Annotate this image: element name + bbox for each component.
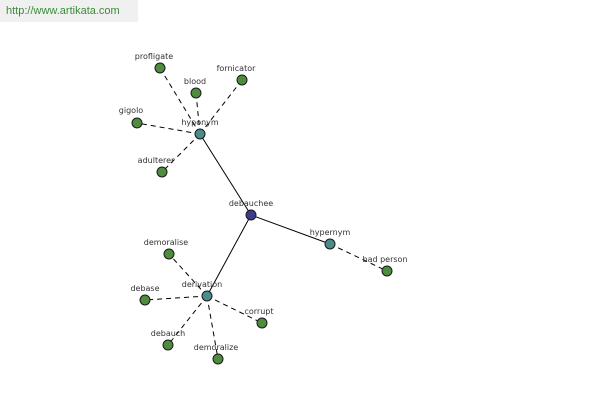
node-label-debauchee: debauchee [229,199,273,208]
node-label-profligate: profligate [135,52,173,61]
edge-hypernym-bad_person [329,243,388,272]
nodes-layer [131,62,393,365]
node-bad-person[interactable] [381,265,393,277]
edge-derivation-debase [144,295,208,301]
node-debauchee[interactable] [245,209,257,221]
node-adulterer[interactable] [156,166,168,178]
node-label-blood: blood [184,77,206,86]
edge-hyponym-profligate [159,67,201,135]
node-label-demoralise: demoralise [144,238,188,247]
node-debase[interactable] [139,294,151,306]
node-hypernym[interactable] [324,238,336,250]
node-demoralise[interactable] [163,248,175,260]
node-label-fornicator: fornicator [217,64,256,73]
edge-debauchee-hyponym [199,133,252,216]
edges-layer [136,67,388,360]
edge-hyponym-gigolo [136,122,201,135]
node-label-demoralize: demoralize [194,343,239,352]
edge-hyponym-adulterer [161,133,201,173]
labels-layer: debauchee hyponym derivation hypernym profli… [119,52,408,352]
node-debauch[interactable] [162,339,174,351]
node-blood[interactable] [190,87,202,99]
node-profligate[interactable] [154,62,166,74]
node-fornicator[interactable] [236,74,248,86]
watermark-link[interactable]: http://www.artikata.com [0,0,138,22]
edge-derivation-corrupt [206,295,263,324]
edge-derivation-demoralize [206,295,219,360]
edge-debauchee-hypernym [250,214,331,245]
node-gigolo[interactable] [131,117,143,129]
edge-hyponym-fornicator [199,79,243,135]
edge-derivation-debauch [167,295,208,346]
node-label-debauch: debauch [151,329,186,338]
node-label-hyponym: hyponym [181,118,219,127]
node-label-gigolo: gigolo [119,106,143,115]
node-label-corrupt: corrupt [244,307,273,316]
node-hyponym[interactable] [194,128,206,140]
node-label-debase: debase [130,284,159,293]
node-demoralize[interactable] [212,353,224,365]
node-label-derivation: derivation [182,280,222,289]
edge-hyponym-blood [195,92,201,135]
node-derivation[interactable] [201,290,213,302]
node-label-adulterer: adulterer [138,156,175,165]
node-corrupt[interactable] [256,317,268,329]
edge-derivation-demoralise [168,253,208,297]
node-label-bad-person: bad person [362,255,407,264]
edge-debauchee-derivation [206,214,252,297]
node-label-hypernym: hypernym [310,228,351,237]
